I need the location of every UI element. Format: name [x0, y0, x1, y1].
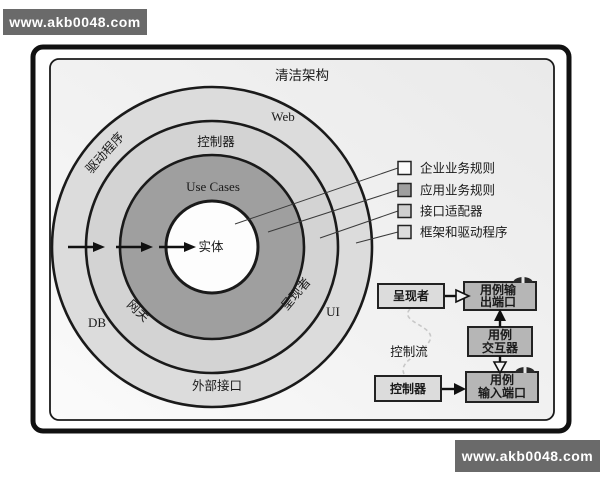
- db-label: DB: [88, 315, 106, 330]
- dependency-arrow-3: [159, 242, 196, 252]
- interactor-line2: 交互器: [482, 340, 519, 355]
- entities-label: 实体: [198, 239, 224, 254]
- presenter-box: [377, 283, 445, 309]
- use-cases-label: Use Cases: [186, 179, 240, 194]
- interface-lollipop-icon: [515, 366, 535, 373]
- dependency-arrow-1: [68, 242, 105, 252]
- external-interfaces-label: 外部接口: [192, 378, 242, 393]
- watermark-top-left: www.akb0048.com: [3, 9, 147, 35]
- legend-label-adapters: 接口适配器: [420, 204, 483, 219]
- legend-label-frameworks: 框架和驱动程序: [420, 225, 508, 240]
- watermark-bottom-right: www.akb0048.com: [455, 440, 600, 472]
- controller-box-label: 控制器: [390, 381, 427, 396]
- output-port-line2: 出端口: [480, 294, 516, 309]
- legend-swatch-application: [397, 182, 412, 198]
- legend-swatch-adapters: [397, 203, 412, 219]
- legend-line-adapters: [319, 210, 399, 239]
- interface-lollipop-icon: [513, 276, 533, 283]
- controllers-label: 控制器: [197, 135, 235, 149]
- input-port-line1: 用例: [489, 372, 514, 387]
- control-flow-label: 控制流: [390, 345, 428, 359]
- dependency-arrow-2: [116, 242, 153, 252]
- legend-line-entities: [234, 167, 399, 225]
- legend-line-use-cases: [267, 189, 399, 233]
- controller-box: [374, 375, 442, 402]
- legend-swatch-enterprise: [397, 160, 412, 176]
- ui-label: UI: [326, 304, 340, 319]
- controller-to-input-arrow: [442, 383, 466, 395]
- watermark-bottom-right-text: www.akb0048.com: [461, 448, 594, 464]
- legend-line-frameworks: [355, 231, 399, 244]
- output-port-line1: 用例输: [479, 282, 517, 297]
- legend-label-application: 应用业务规则: [420, 183, 495, 198]
- interactor-to-output-arrow: [494, 309, 506, 327]
- interactor-to-input-arrow: [492, 356, 508, 375]
- presenter-box-label: 呈现者: [393, 288, 429, 303]
- legend-swatch-frameworks: [397, 224, 412, 240]
- interactor-line1: 用例: [487, 327, 512, 342]
- legend: 企业业务规则 应用业务规则 接口适配器 框架和驱动程序: [397, 160, 508, 240]
- presenter-to-output-arrow: [445, 288, 471, 304]
- use-case-output-port-box: [463, 281, 537, 311]
- diagram-title: 清洁架构: [275, 68, 329, 83]
- watermark-top-left-text: www.akb0048.com: [9, 14, 141, 30]
- control-flow-squiggle: [402, 308, 432, 375]
- legend-label-enterprise: 企业业务规则: [420, 161, 495, 176]
- input-port-line2: 输入端口: [478, 385, 526, 400]
- web-label: Web: [271, 109, 295, 124]
- use-case-input-port-box: [465, 371, 539, 403]
